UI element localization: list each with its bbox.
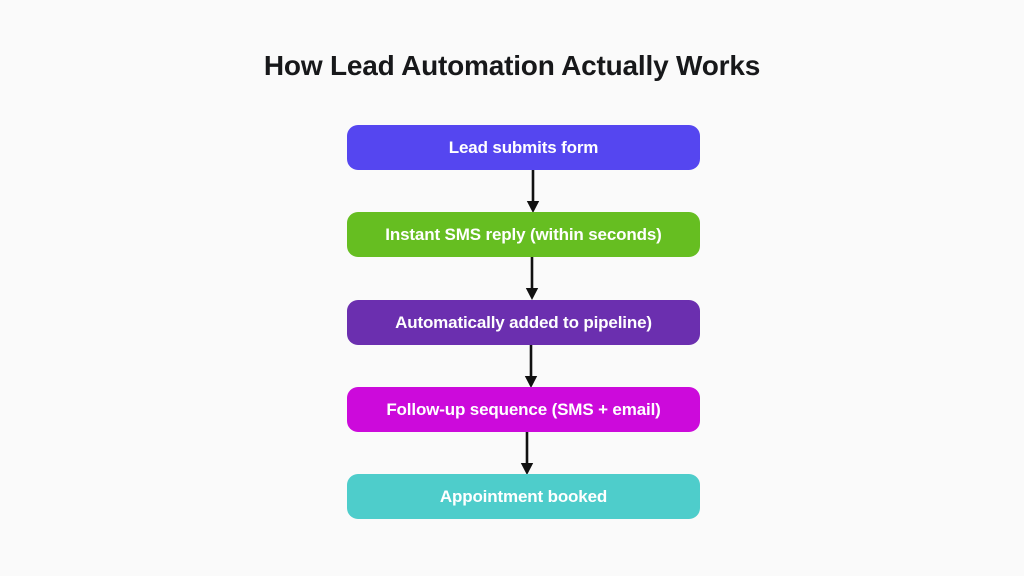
flow-node-added-to-pipeline[interactable]: Automatically added to pipeline) [347, 300, 700, 345]
flow-node-appointment-booked[interactable]: Appointment booked [347, 474, 700, 519]
connector-arrow-3 [520, 345, 542, 389]
flow-node-label: Appointment booked [439, 486, 608, 506]
connector-arrow-2 [521, 257, 543, 301]
page-title: How Lead Automation Actually Works [263, 50, 761, 81]
flow-node-instant-sms-reply[interactable]: Instant SMS reply (within seconds) [347, 212, 700, 257]
connector-arrow-1 [522, 170, 544, 214]
flow-node-follow-up-sequence[interactable]: Follow-up sequence (SMS + email) [347, 387, 700, 432]
flow-node-lead-submits-form[interactable]: Lead submits form [347, 125, 700, 170]
connector-arrow-4 [516, 432, 538, 476]
flow-node-label: Lead submits form [448, 137, 599, 157]
flow-node-label: Follow-up sequence (SMS + email) [386, 399, 661, 419]
flow-node-label: Instant SMS reply (within seconds) [385, 224, 662, 244]
flow-node-label: Automatically added to pipeline) [395, 312, 652, 332]
